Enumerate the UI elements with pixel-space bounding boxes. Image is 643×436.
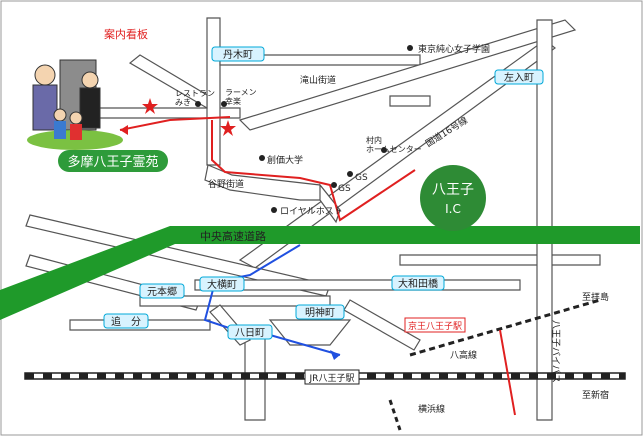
- road-myojin: [343, 299, 421, 351]
- label-souka: 創価大学: [267, 154, 303, 166]
- label-oiwake: 追 分: [111, 315, 141, 328]
- road-station-approach: [268, 319, 352, 346]
- intersection-labels: 丹木町 左入町 元本郷 大横町 大和田橋 追 分 明神町 八日町: [103, 46, 544, 340]
- road-bypass: [536, 19, 553, 421]
- label-chuo: 中央高速道路: [200, 229, 266, 243]
- label-yokacho: 八日町: [235, 328, 265, 339]
- blue-arrows: [330, 350, 340, 360]
- cemetery-illustration: [27, 59, 123, 150]
- star-icon: [220, 120, 236, 136]
- ic-circle: [420, 165, 486, 231]
- label-oyokocho: 大横町: [207, 278, 237, 291]
- label-sign: 案内看板: [104, 27, 148, 41]
- label-royal: ロイヤルホスト: [280, 206, 343, 217]
- cemetery-label-bg: [58, 150, 168, 172]
- road-east: [399, 254, 601, 266]
- label-keio: 京王八王子駅: [408, 320, 462, 332]
- road-royal: [319, 183, 341, 224]
- label-tokyo-school: 東京純心女子学園: [418, 43, 490, 55]
- label-motohongo: 元本郷: [147, 285, 177, 298]
- label-jr: JR八王子駅: [309, 373, 355, 384]
- arrows: [120, 125, 128, 135]
- ic-name: 八王子: [432, 182, 474, 198]
- label-restaurant: レストランみき: [175, 89, 215, 107]
- label-myojincho: 明神町: [305, 306, 335, 319]
- label-niboku: 丹木町: [223, 49, 253, 61]
- poi-dots: [195, 45, 413, 213]
- ic-sub: I.C: [445, 202, 461, 216]
- road-diag-nw: [128, 54, 208, 110]
- arrow-to-station: [330, 350, 340, 360]
- road-homecenter: [389, 95, 431, 107]
- label-sashiri: 左入町: [504, 71, 534, 84]
- chuo-expressway: [0, 226, 640, 320]
- label-yokohama: 横浜線: [418, 403, 445, 415]
- roads: [25, 17, 601, 421]
- label-yaboku: 谷野街道: [208, 178, 244, 190]
- road-yaboku: [204, 164, 334, 201]
- route-red-2: [211, 120, 416, 222]
- road-kokudo16: [238, 39, 556, 269]
- star-icon: [142, 98, 158, 114]
- label-bypass: 八王子バイパス: [550, 320, 561, 383]
- jr-station-box: [304, 369, 360, 385]
- route-keio-line: [499, 329, 516, 416]
- label-hachiko: 八高線: [450, 349, 477, 361]
- sign-stars: [142, 98, 236, 136]
- keio-station-box: [404, 317, 466, 333]
- cemetery-label: 多摩八王子霊苑: [67, 154, 158, 170]
- label-shinjuku: 至新宿: [582, 389, 609, 401]
- label-murauchi: 村内ホームセンター: [366, 135, 422, 154]
- road-takiyama: [238, 19, 577, 131]
- label-ramen: ラーメン幸楽: [225, 88, 257, 106]
- label-owadabashi: 大和田橋: [398, 277, 438, 290]
- rail-hachiko: [409, 298, 601, 357]
- label-haijima: 至拝島: [582, 291, 609, 303]
- label-takiyama: 滝山街道: [300, 74, 336, 86]
- route-red-1: [119, 116, 231, 131]
- arrow-to-cemetery: [120, 125, 128, 135]
- label-gs1: GS: [338, 184, 351, 194]
- label-gs2: GS: [355, 173, 368, 183]
